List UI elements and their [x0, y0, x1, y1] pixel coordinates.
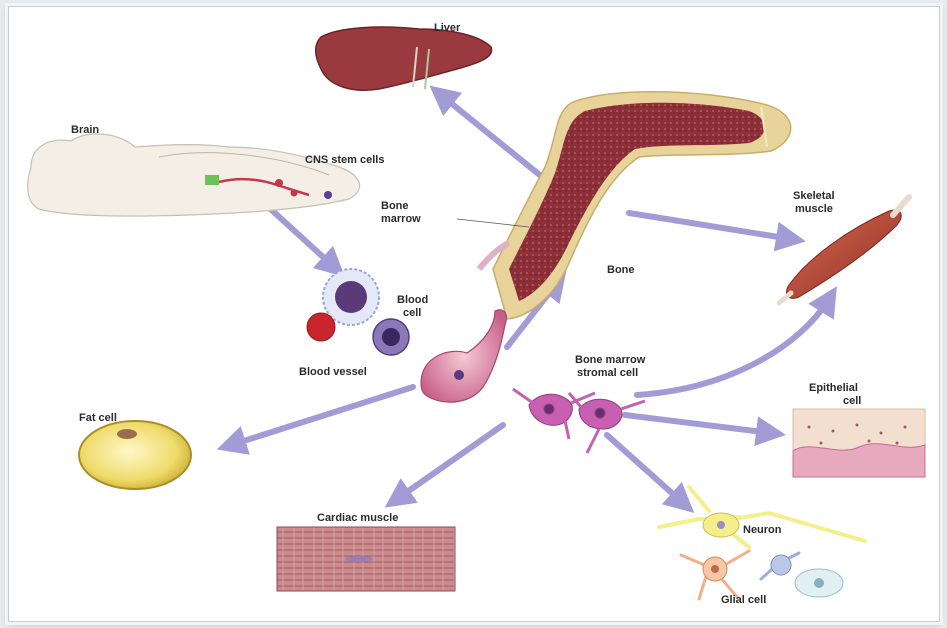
label-bone-marrow-2: marrow	[381, 213, 421, 225]
diagram-frame: Liver Brain CNS stem cells Bone marrow B…	[8, 6, 940, 622]
fat-cell-illustration	[79, 421, 191, 489]
epithelial-cell-illustration	[793, 409, 925, 477]
label-stromal-1: Bone marrow	[575, 354, 646, 366]
label-epithelial-1: Epithelial	[809, 382, 858, 394]
label-cns-stem-cells: CNS stem cells	[305, 154, 384, 166]
label-stromal-2: stromal cell	[577, 367, 638, 379]
blood-vessel-illustration	[421, 310, 506, 402]
arrow-brain-to-blood-cell	[264, 203, 334, 267]
label-blood-cell-1: Blood	[397, 294, 428, 306]
stromal-cells-illustration	[513, 389, 645, 453]
label-cardiac-muscle: Cardiac muscle	[317, 512, 398, 524]
label-bone: Bone	[607, 264, 635, 276]
bone-illustration	[479, 92, 791, 319]
cardiac-muscle-illustration	[277, 527, 455, 591]
liver-illustration	[316, 27, 492, 90]
arrow-stromal-to-skeletal	[637, 299, 829, 395]
label-skeletal-muscle-2: muscle	[795, 203, 833, 215]
cns-green-marker	[205, 175, 219, 185]
stem-cell-differentiation-diagram: Liver Brain CNS stem cells Bone marrow B…	[9, 7, 939, 621]
arrow-vessel-to-fat-cell	[231, 387, 413, 445]
label-neuron: Neuron	[743, 524, 782, 536]
cns-purple-marker	[324, 191, 332, 199]
neuron-glial-illustration	[659, 487, 865, 599]
label-liver: Liver	[434, 22, 461, 34]
label-brain: Brain	[71, 124, 99, 136]
blood-cells-illustration	[307, 269, 409, 355]
arrow-stromal-to-epithelial	[625, 415, 771, 433]
label-blood-cell-2: cell	[403, 307, 421, 319]
brain-illustration	[28, 134, 360, 216]
label-epithelial-2: cell	[843, 395, 861, 407]
arrow-to-skeletal-muscle	[629, 213, 791, 239]
arrow-stromal-to-cardiac	[397, 425, 503, 499]
arrow-stromal-to-neuron	[607, 435, 683, 503]
label-bone-marrow-1: Bone	[381, 200, 409, 212]
cns-red-marker	[275, 179, 283, 187]
label-blood-vessel: Blood vessel	[299, 366, 367, 378]
label-glial-cell: Glial cell	[721, 594, 766, 606]
label-fat-cell: Fat cell	[79, 412, 117, 424]
label-skeletal-muscle-1: Skeletal	[793, 190, 835, 202]
arrow-to-liver	[441, 95, 557, 189]
